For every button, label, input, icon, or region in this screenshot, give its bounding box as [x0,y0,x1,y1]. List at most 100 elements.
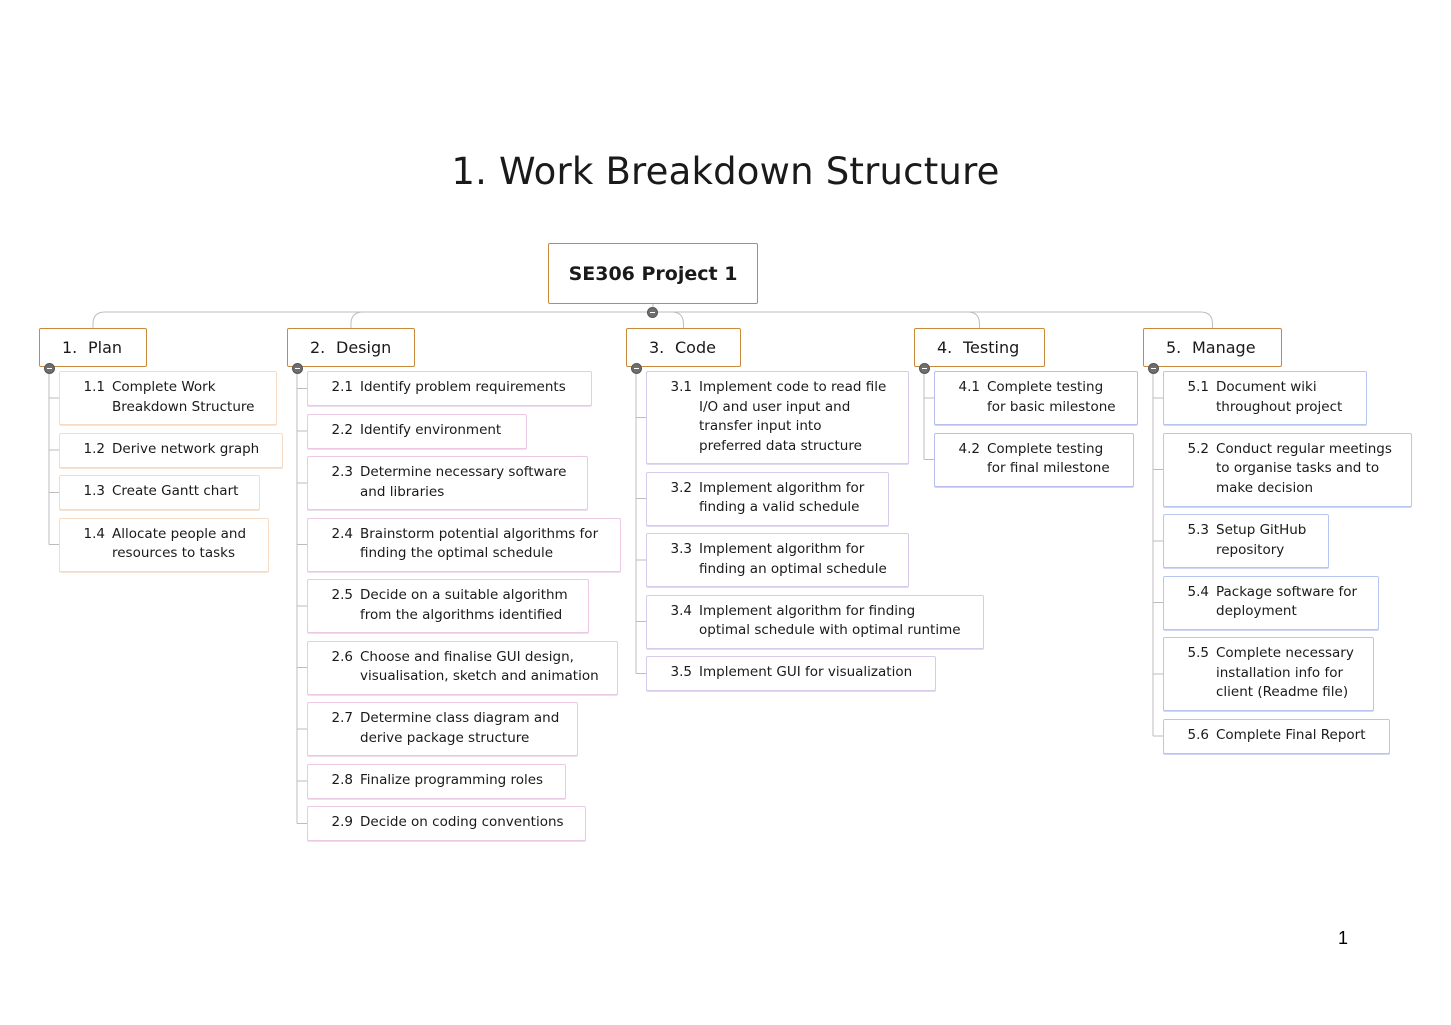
category-node-manage[interactable]: 5. Manage [1143,328,1282,367]
category-number: 2. [310,338,326,357]
task-text: Setup GitHub repository [1216,522,1307,558]
task-text: Complete Work Breakdown Structure [112,379,255,415]
task-number: 2.3 [331,464,353,480]
task-number: 5.2 [1187,440,1209,457]
task-node[interactable]: 1.1 Complete Work Breakdown Structure [59,371,277,425]
category-connector-line [350,311,653,328]
task-text: Implement algorithm for finding an optim… [699,541,887,577]
task-number: 5.3 [1187,522,1209,538]
category-label: Code [675,338,716,357]
collapse-icon[interactable] [631,363,642,374]
task-number: 2.5 [331,587,353,603]
task-text: Complete testing for basic milestone [987,379,1116,415]
task-number: 4.2 [958,440,980,457]
task-text: Finalize programming roles [360,771,544,788]
task-node[interactable]: 1.4 Allocate people and resources to task… [59,517,269,572]
task-node[interactable]: 2.4 Brainstorm potential algorithms for f… [307,517,621,572]
category-number: 1. [62,338,78,357]
task-node[interactable]: 3.4 Implement algorithm for finding optim… [646,594,984,649]
task-text: Derive network graph [112,440,260,457]
collapse-icon[interactable] [292,363,303,374]
task-text: Package software for deployment [1216,583,1358,620]
task-number: 1.3 [83,483,105,499]
task-text: Determine class diagram and derive packa… [360,710,560,746]
task-text: Implement algorithm for finding a valid … [699,479,865,516]
task-node[interactable]: 5.6 Complete Final Report [1163,718,1390,754]
task-node[interactable]: 2.3 Determine necessary software and libr… [307,456,588,510]
task-node[interactable]: 4.2 Complete testing for final milestone [934,432,1134,487]
task-number: 5.6 [1187,726,1209,743]
collapse-icon[interactable] [44,363,55,374]
task-node[interactable]: 5.4 Package software for deployment [1163,575,1379,630]
task-number: 2.8 [331,771,353,788]
task-node[interactable]: 2.9 Decide on coding conventions [307,806,586,841]
category-node-plan[interactable]: 1. Plan [39,328,147,367]
task-text: Complete necessary installation info for… [1216,645,1354,700]
task-number: 3.5 [670,664,692,680]
collapse-icon[interactable] [919,363,930,374]
task-text: Implement algorithm for finding optimal … [699,602,961,639]
task-node[interactable]: 2.7 Determine class diagram and derive pa… [307,702,578,756]
category-node-testing[interactable]: 4. Testing [914,328,1045,367]
category-label: Manage [1192,338,1256,357]
task-number: 2.7 [331,710,353,726]
task-node[interactable]: 5.5 Complete necessary installation info … [1163,637,1374,711]
category-node-code[interactable]: 3.Code [626,328,741,367]
task-node[interactable]: 5.2 Conduct regular meetings to organise … [1163,432,1412,507]
collapse-icon[interactable] [1148,363,1159,374]
root-collapse-icon[interactable] [647,307,658,318]
task-number: 1.1 [83,379,105,395]
task-number: 2.4 [331,525,353,542]
task-number: 3.3 [670,541,692,557]
task-node[interactable]: 2.1 Identify problem requirements [307,371,592,406]
category-number: 5. [1166,338,1182,357]
task-node[interactable]: 2.2 Identify environment [307,413,527,449]
task-number: 2.2 [331,421,353,438]
task-number: 2.6 [331,648,353,665]
page-title: 1. Work Breakdown Structure [451,150,1000,193]
task-text: Create Gantt chart [112,483,239,499]
category-connector-line [653,311,1213,328]
task-number: 5.5 [1187,645,1209,661]
task-text: Complete Final Report [1216,726,1366,743]
task-node[interactable]: 3.3 Implement algorithm for finding an op… [646,533,909,587]
task-number: 4.1 [958,379,980,395]
category-label: Plan [88,338,123,357]
task-text: Allocate people and resources to tasks [112,525,247,562]
task-number: 3.1 [670,379,692,395]
task-text: Conduct regular meetings to organise tas… [1216,440,1392,496]
task-number: 3.4 [670,602,692,619]
task-number: 3.2 [670,479,692,496]
category-node-design[interactable]: 2. Design [287,328,415,367]
task-node[interactable]: 3.2 Implement algorithm for finding a val… [646,471,889,526]
task-text: Brainstorm potential algorithms for find… [360,525,599,562]
task-number: 5.4 [1187,583,1209,600]
task-text: Determine necessary software and librari… [360,464,567,500]
task-node[interactable]: 2.8 Finalize programming roles [307,763,566,799]
task-node[interactable]: 4.1 Complete testing for basic milestone [934,371,1138,425]
category-number: 4. [937,338,953,357]
task-number: 5.1 [1187,379,1209,395]
category-label: Design [336,338,392,357]
task-number: 2.1 [331,379,353,395]
category-connector-line [92,311,653,328]
task-node[interactable]: 1.3 Create Gantt chart [59,475,260,510]
category-connector-line [653,311,980,328]
root-node[interactable]: SE306 Project 1 [548,243,758,304]
page-number: 1 [1338,928,1349,948]
task-text: Identify environment [360,421,502,438]
task-text: Complete testing for final milestone [987,440,1110,477]
task-node[interactable]: 5.3 Setup GitHub repository [1163,514,1329,568]
task-number: 2.9 [331,814,353,830]
root-node-label: SE306 Project 1 [568,262,738,285]
task-text: Decide on coding conventions [360,814,564,830]
category-label: Testing [963,338,1020,357]
task-text: Identify problem requirements [360,379,566,395]
task-number: 1.4 [83,525,105,542]
